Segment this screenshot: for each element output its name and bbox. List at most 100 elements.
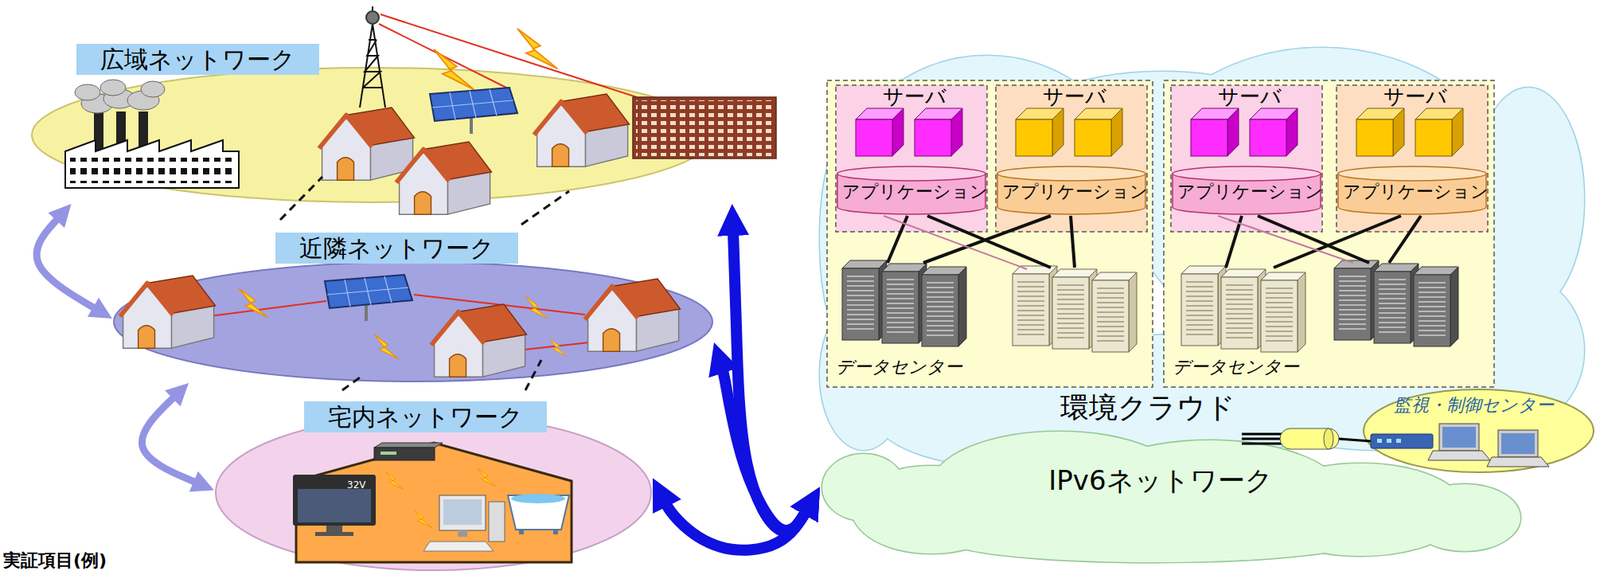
server-label: サーバ [1217,85,1282,108]
illustration-part [1486,456,1550,467]
illustration-part [914,108,963,157]
band-label: 宅内ネットワーク [304,401,547,433]
band-label: 近隣ネットワーク [275,232,519,264]
node-shape [826,79,1154,388]
illustration-part [842,260,967,347]
illustration-part [997,166,1146,181]
illustration-part [423,541,494,551]
illustration-part [1377,438,1382,443]
illustration-part [1015,108,1064,157]
illustration-part [70,157,235,184]
recorder [374,442,443,461]
illustration-part [443,499,482,525]
text-slot: サーバ [998,85,1152,108]
application-label: アプリケーション [1002,182,1148,202]
illustration-part [36,214,809,550]
illustration-part [1408,483,1521,551]
illustration-part [1334,260,1459,347]
illustration-part [380,451,397,455]
illustration-part [100,79,126,96]
illustration-part [1442,426,1476,448]
television [292,474,376,536]
illustration-part [519,529,524,535]
cloud-region: 環境クラウドIPv6ネットワークデータセンターサーバアプリケーションサーバアプリ… [819,75,1597,563]
router [1370,433,1433,449]
server-box: サーバアプリケーション [1335,84,1489,233]
text-slot: サーバ [1173,85,1327,108]
label-slot: 実証項目(例) [3,550,107,570]
illustration-part [1415,108,1464,157]
illustration-part [517,28,558,69]
illustration-part [215,414,652,570]
monitor-center: 監視・制御センター [1361,387,1596,474]
text-slot: アプリケーション [1340,182,1491,202]
server-label: サーバ [882,85,947,108]
band-label: 広域ネットワーク [76,43,320,75]
datacenter-box: データセンターサーバアプリケーションサーバアプリケーション [826,79,1154,388]
text-slot: 広域ネットワーク [76,43,320,75]
text-slot: サーバ [838,85,992,108]
illustration-part [292,474,376,526]
illustration-part [947,517,1362,562]
illustration-part [374,442,443,448]
illustration-part [297,488,371,523]
illustration-part [995,85,1148,232]
illustration-part [1163,80,1495,387]
illustration-part [326,525,343,532]
layer-link-arrow [36,214,99,311]
illustration-part [140,81,165,98]
illustration-part [477,468,496,486]
illustration-part [439,495,486,531]
illustration-part [1501,433,1535,454]
illustration-part [488,501,505,542]
illustration-part [511,493,566,504]
network-band: 宅内ネットワーク [214,398,653,572]
illustration-part [553,529,559,535]
illustration-part [819,47,1585,466]
application-cylinder: アプリケーション [836,165,987,215]
illustration-part [374,447,435,461]
text-slot: アプリケーション [839,182,990,202]
illustration-part [113,261,713,382]
illustration-part [1370,433,1433,449]
application-cylinder: アプリケーション [1171,165,1322,215]
illustration-part [855,108,904,157]
network-label: IPv6ネットワーク [1048,465,1273,496]
text-slot: 監視・制御センター [1393,395,1554,415]
illustration-part [1408,483,1521,551]
illustration-part [837,166,986,181]
illustration-part [1074,108,1123,157]
illustration-part [1439,423,1480,451]
illustration-part [74,84,101,101]
illustration-part [315,531,354,536]
datacenter-label: データセンター [835,357,963,377]
office-building [632,97,777,159]
illustration-part [1386,438,1392,443]
text-slot: データセンター [1172,357,1300,377]
text-slot: データセンター [835,357,963,377]
server-box: サーバアプリケーション [835,84,988,233]
text-slot: サーバ [1338,85,1492,108]
datacenter-label: データセンター [1172,357,1300,377]
cloud-label: 環境クラウド [1060,391,1236,424]
server-label: サーバ [1042,85,1107,108]
cloud-link-arrow [663,497,809,550]
section-heading: 実証項目(例) [3,550,107,570]
illustration-part [1498,429,1538,457]
computer [423,495,505,551]
illustration-part [31,67,714,203]
illustration-part [1181,265,1306,352]
illustration-part [1190,108,1239,157]
illustration-part [521,191,570,225]
cloud-link-arrow [733,226,809,531]
illustration-part [1323,428,1334,449]
illustration-part [396,141,492,215]
illustration-part [1336,85,1488,232]
layer-link-arrow [141,394,200,484]
network-band: 近隣ネットワーク [112,229,715,383]
illustration-part [636,100,773,157]
